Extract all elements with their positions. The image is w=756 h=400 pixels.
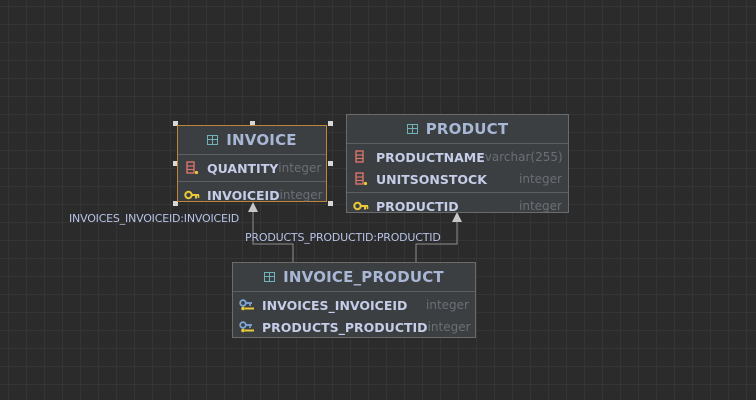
selection-handle[interactable] — [173, 201, 178, 206]
selection-handle[interactable] — [173, 121, 178, 126]
column-type: integer — [279, 188, 323, 202]
selection-handle[interactable] — [328, 121, 333, 126]
arrowhead-invoice — [248, 202, 258, 212]
column-name: INVOICEID — [207, 187, 280, 203]
primary-key-icon — [353, 201, 369, 211]
table-header[interactable]: INVOICE_PRODUCT — [233, 263, 475, 292]
table-header[interactable]: INVOICE — [178, 126, 326, 155]
column-row[interactable]: PRODUCTID integer — [347, 195, 568, 217]
table-header[interactable]: PRODUCT — [347, 115, 568, 144]
column-type: integer — [426, 298, 469, 312]
column-name: INVOICES_INVOICEID — [262, 297, 408, 313]
column-name: PRODUCTNAME — [376, 149, 485, 165]
column-section: PRODUCTNAME varchar(255) UNITSONSTOCK in… — [347, 144, 568, 192]
column-type: integer — [519, 172, 562, 186]
column-icon — [355, 172, 368, 186]
column-name: QUANTITY — [207, 160, 279, 176]
table-invoice-product[interactable]: INVOICE_PRODUCT INVOICES_INVOICEID integ… — [232, 262, 476, 338]
column-type: integer — [427, 320, 471, 334]
selection-handle[interactable] — [328, 201, 333, 206]
foreign-key-icon — [239, 321, 254, 333]
connector-label-invoice: INVOICES_INVOICEID:INVOICEID — [69, 212, 240, 225]
table-icon — [406, 124, 418, 134]
column-row[interactable]: INVOICES_INVOICEID integer — [233, 294, 475, 316]
column-row[interactable]: UNITSONSTOCK integer — [347, 168, 568, 190]
table-product[interactable]: PRODUCT PRODUCTNAME varchar(255) UNITSON… — [346, 114, 569, 214]
key-section: PRODUCTID integer — [347, 192, 568, 219]
table-icon — [207, 135, 219, 145]
primary-key-icon — [184, 190, 200, 200]
column-row[interactable]: PRODUCTS_PRODUCTID integer — [233, 316, 475, 338]
column-icon — [355, 150, 364, 163]
column-row[interactable]: INVOICEID integer — [178, 184, 326, 206]
column-type: integer — [519, 199, 562, 213]
connector-invoice — [252, 210, 294, 262]
table-name: INVOICE — [226, 131, 297, 149]
table-invoice[interactable]: INVOICE QUANTITY integer INVOICEID integ… — [177, 125, 327, 203]
selection-handle[interactable] — [250, 121, 255, 126]
table-name: PRODUCT — [425, 120, 509, 138]
column-section: INVOICES_INVOICEID integer PRODUCTS_PROD… — [233, 292, 475, 340]
table-name: INVOICE_PRODUCT — [283, 268, 444, 286]
connector-label-product: PRODUCTS_PRODUCTID:PRODUCTID — [245, 231, 441, 244]
column-name: PRODUCTID — [376, 198, 459, 214]
selection-handle[interactable] — [328, 161, 333, 166]
selection-handle[interactable] — [173, 161, 178, 166]
column-type: varchar(255) — [484, 150, 563, 164]
column-name: PRODUCTS_PRODUCTID — [262, 319, 428, 335]
column-name: UNITSONSTOCK — [376, 171, 487, 187]
column-row[interactable]: QUANTITY integer — [178, 157, 326, 179]
arrowhead-product — [452, 212, 462, 222]
table-icon — [264, 272, 276, 282]
column-icon — [186, 161, 199, 175]
connector-product — [415, 220, 458, 262]
column-section: QUANTITY integer — [178, 155, 326, 181]
column-type: integer — [278, 161, 322, 175]
key-section: INVOICEID integer — [178, 181, 326, 208]
column-row[interactable]: PRODUCTNAME varchar(255) — [347, 146, 568, 168]
foreign-key-icon — [239, 299, 254, 311]
